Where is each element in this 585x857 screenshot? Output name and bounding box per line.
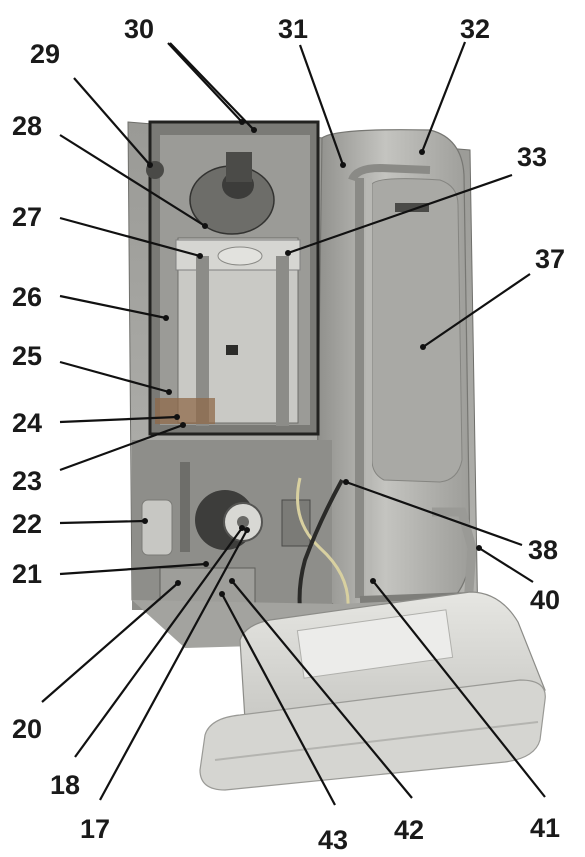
leader-27 [59,216,201,258]
callout-labels: 30 31 32 29 28 33 27 37 26 25 24 23 22 3… [12,14,565,855]
dot-26 [163,315,169,321]
leader-40 [478,547,534,583]
dot-37 [420,344,426,350]
callout-26: 26 [12,282,42,312]
burner [155,398,215,424]
leader-20 [41,582,179,703]
leader-31 [298,44,345,166]
callout-17: 17 [80,814,110,844]
callout-21: 21 [12,559,42,589]
callout-41: 41 [530,813,560,843]
callout-42: 42 [394,815,424,845]
dot-20 [175,580,181,586]
callout-27: 27 [12,202,42,232]
leader-21 [59,562,207,576]
dot-23 [180,422,186,428]
boiler-photo [127,120,546,791]
flow-pipe [355,178,364,598]
callout-43: 43 [318,825,348,855]
callout-28: 28 [12,111,42,141]
leader-42 [231,580,413,799]
callout-30: 30 [124,14,154,44]
dot-21 [203,561,209,567]
dot-32 [419,149,425,155]
callout-25: 25 [12,341,42,371]
callout-23: 23 [12,466,42,496]
leader-26 [59,294,167,320]
dot-27 [197,253,203,259]
dot-33 [285,250,291,256]
leader-28 [59,134,206,227]
leader-30a [167,42,243,123]
dot-29 [147,162,153,168]
dot-24 [174,414,180,420]
exchanger-tube-left [196,256,209,426]
leader-41 [372,580,546,798]
vessel-label-plate [395,203,429,212]
fascia-line [214,721,539,761]
dot-17 [244,527,250,533]
dot-41 [370,578,376,584]
leader-33 [287,173,513,255]
lower-right-pipe [432,507,477,606]
black-wiring [297,479,344,611]
dot-30b [251,127,257,133]
dot-22 [142,518,148,524]
fan-motor [226,152,252,182]
front-fascia [199,679,546,791]
top-pipe-bend [348,163,431,182]
gas-valve [281,499,311,547]
dot-43 [219,591,225,597]
pcb-area [296,609,454,679]
dot-25 [166,389,172,395]
callout-29: 29 [30,39,60,69]
dot-18 [239,525,245,531]
leader-18 [74,527,243,758]
leader-43 [221,593,336,806]
leader-30b [169,42,255,131]
callout-37: 37 [535,244,565,274]
return-pipe [366,178,372,598]
leader-24 [59,415,178,424]
callout-24: 24 [12,408,42,438]
callout-20: 20 [12,714,42,744]
leader-32 [420,41,467,153]
hydraulic-cylinder [141,499,173,556]
electrode-block [226,345,238,355]
dot-28 [202,223,208,229]
callout-32: 32 [460,14,490,44]
leader-17 [99,529,248,801]
dot-31 [340,162,346,168]
leader-lines [41,41,546,806]
dot-30a [239,119,245,125]
leader-37 [422,273,531,348]
pump-pipe [180,462,190,552]
dot-38 [343,479,349,485]
callout-38: 38 [528,535,558,565]
callout-33: 33 [517,142,547,172]
leader-29 [73,77,151,166]
exchanger-tube-right [276,256,289,426]
leader-22 [59,519,146,525]
exchanger-cylinder [217,246,263,266]
yellow-wiring [296,477,350,609]
callout-40: 40 [530,585,560,615]
callout-22: 22 [12,509,42,539]
dot-42 [229,578,235,584]
leader-25 [59,360,170,394]
callout-18: 18 [50,770,80,800]
callout-31: 31 [278,14,308,44]
leader-23 [59,423,184,472]
leader-dots [142,119,482,597]
vessel-panel [371,178,463,483]
leader-38 [345,480,523,547]
dot-40 [476,545,482,551]
pump-center [237,516,249,528]
